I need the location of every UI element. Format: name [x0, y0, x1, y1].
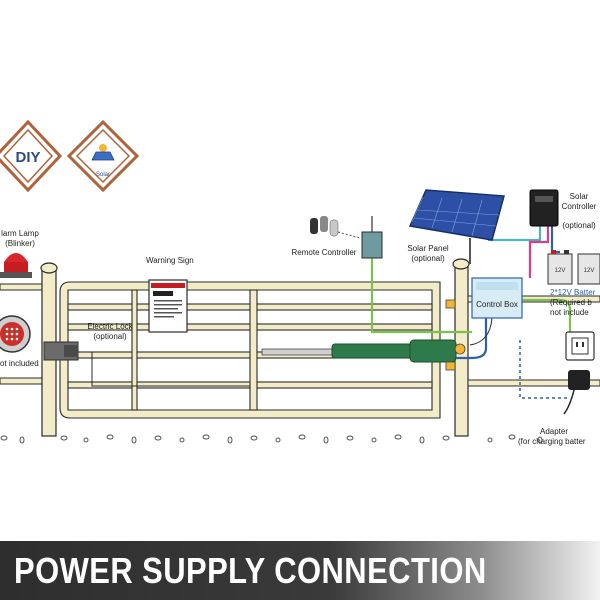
- electric-lock-icon: [43, 341, 79, 361]
- diy-badge-text: DIY: [15, 149, 40, 166]
- solar-badge-text: Solar: [96, 172, 110, 178]
- title-banner: POWER SUPPLY CONNECTION: [0, 541, 600, 600]
- banner-title: POWER SUPPLY CONNECTION: [14, 550, 487, 591]
- control-box-icon: [471, 277, 523, 319]
- alarm-lamp-title: larm Lamp: [1, 229, 39, 238]
- electric-lock-title: Electric Lock: [87, 322, 133, 331]
- gate-frame: [59, 281, 441, 419]
- warning-sign-label: Warning Sign: [146, 256, 194, 265]
- solar-controller-label: Solar Controller: [558, 192, 600, 212]
- solar-panel-label: Solar Panel (optional): [402, 244, 454, 264]
- remote-controller-icon: [310, 216, 339, 237]
- battery-pack-icon: 12V 12V: [547, 250, 600, 285]
- keypad-icon: [0, 315, 31, 353]
- battery-subtitle: (Required b: [550, 298, 592, 307]
- not-included-label-left: ot included: [0, 359, 39, 368]
- electric-lock-subtitle: (optional): [93, 332, 127, 341]
- alarm-lamp-icon: [0, 253, 32, 278]
- solar-controller-title-2: Controller: [561, 202, 597, 211]
- solar-controller-icon: [529, 189, 559, 227]
- sun-icon: [99, 144, 107, 152]
- ground-pebbles: [0, 434, 543, 444]
- diy-badge: DIY: [0, 119, 63, 193]
- power-adapter-icon: [563, 370, 590, 415]
- adapter-subtitle: (for charging batter: [518, 437, 586, 446]
- solar-controller-title: Solar: [569, 192, 589, 201]
- gate-hinges: [445, 299, 456, 371]
- control-box-label: Control Box: [476, 300, 518, 309]
- mini-solar-panel-icon: [91, 151, 115, 161]
- alarm-lamp-label: larm Lamp (Blinker): [0, 229, 40, 249]
- gate-opener-actuator: [261, 339, 466, 363]
- battery-title: 2*12V Batter: [550, 288, 596, 297]
- remote-receiver-icon: [361, 216, 383, 259]
- adapter-title: Adapter: [540, 427, 569, 436]
- battery-label: 2*12V Batter (Required b not include: [550, 288, 600, 318]
- battery-cell-label-2: 12V: [584, 268, 595, 274]
- wall-outlet-icon: [565, 331, 595, 361]
- adapter-dashed-wire: [519, 340, 568, 399]
- solar-controller-optional-label: (optional): [562, 221, 596, 230]
- electric-lock-label: Electric Lock (optional): [84, 322, 136, 342]
- solar-badge: Solar: [66, 119, 140, 193]
- solar-panel-title: Solar Panel: [407, 244, 449, 253]
- remote-controller-label: Remote Controller: [291, 248, 357, 257]
- alarm-lamp-subtitle: (Blinker): [5, 239, 35, 248]
- battery-subtitle-2: not include: [550, 308, 589, 317]
- warning-sign: [148, 279, 188, 333]
- battery-cell-label-1: 12V: [555, 268, 566, 274]
- solar-panel-subtitle: (optional): [411, 254, 445, 263]
- remote-dashed-wire: [337, 231, 361, 239]
- adapter-label: Adapter (for charging batter: [518, 427, 600, 447]
- solar-panel-icon: [408, 189, 505, 264]
